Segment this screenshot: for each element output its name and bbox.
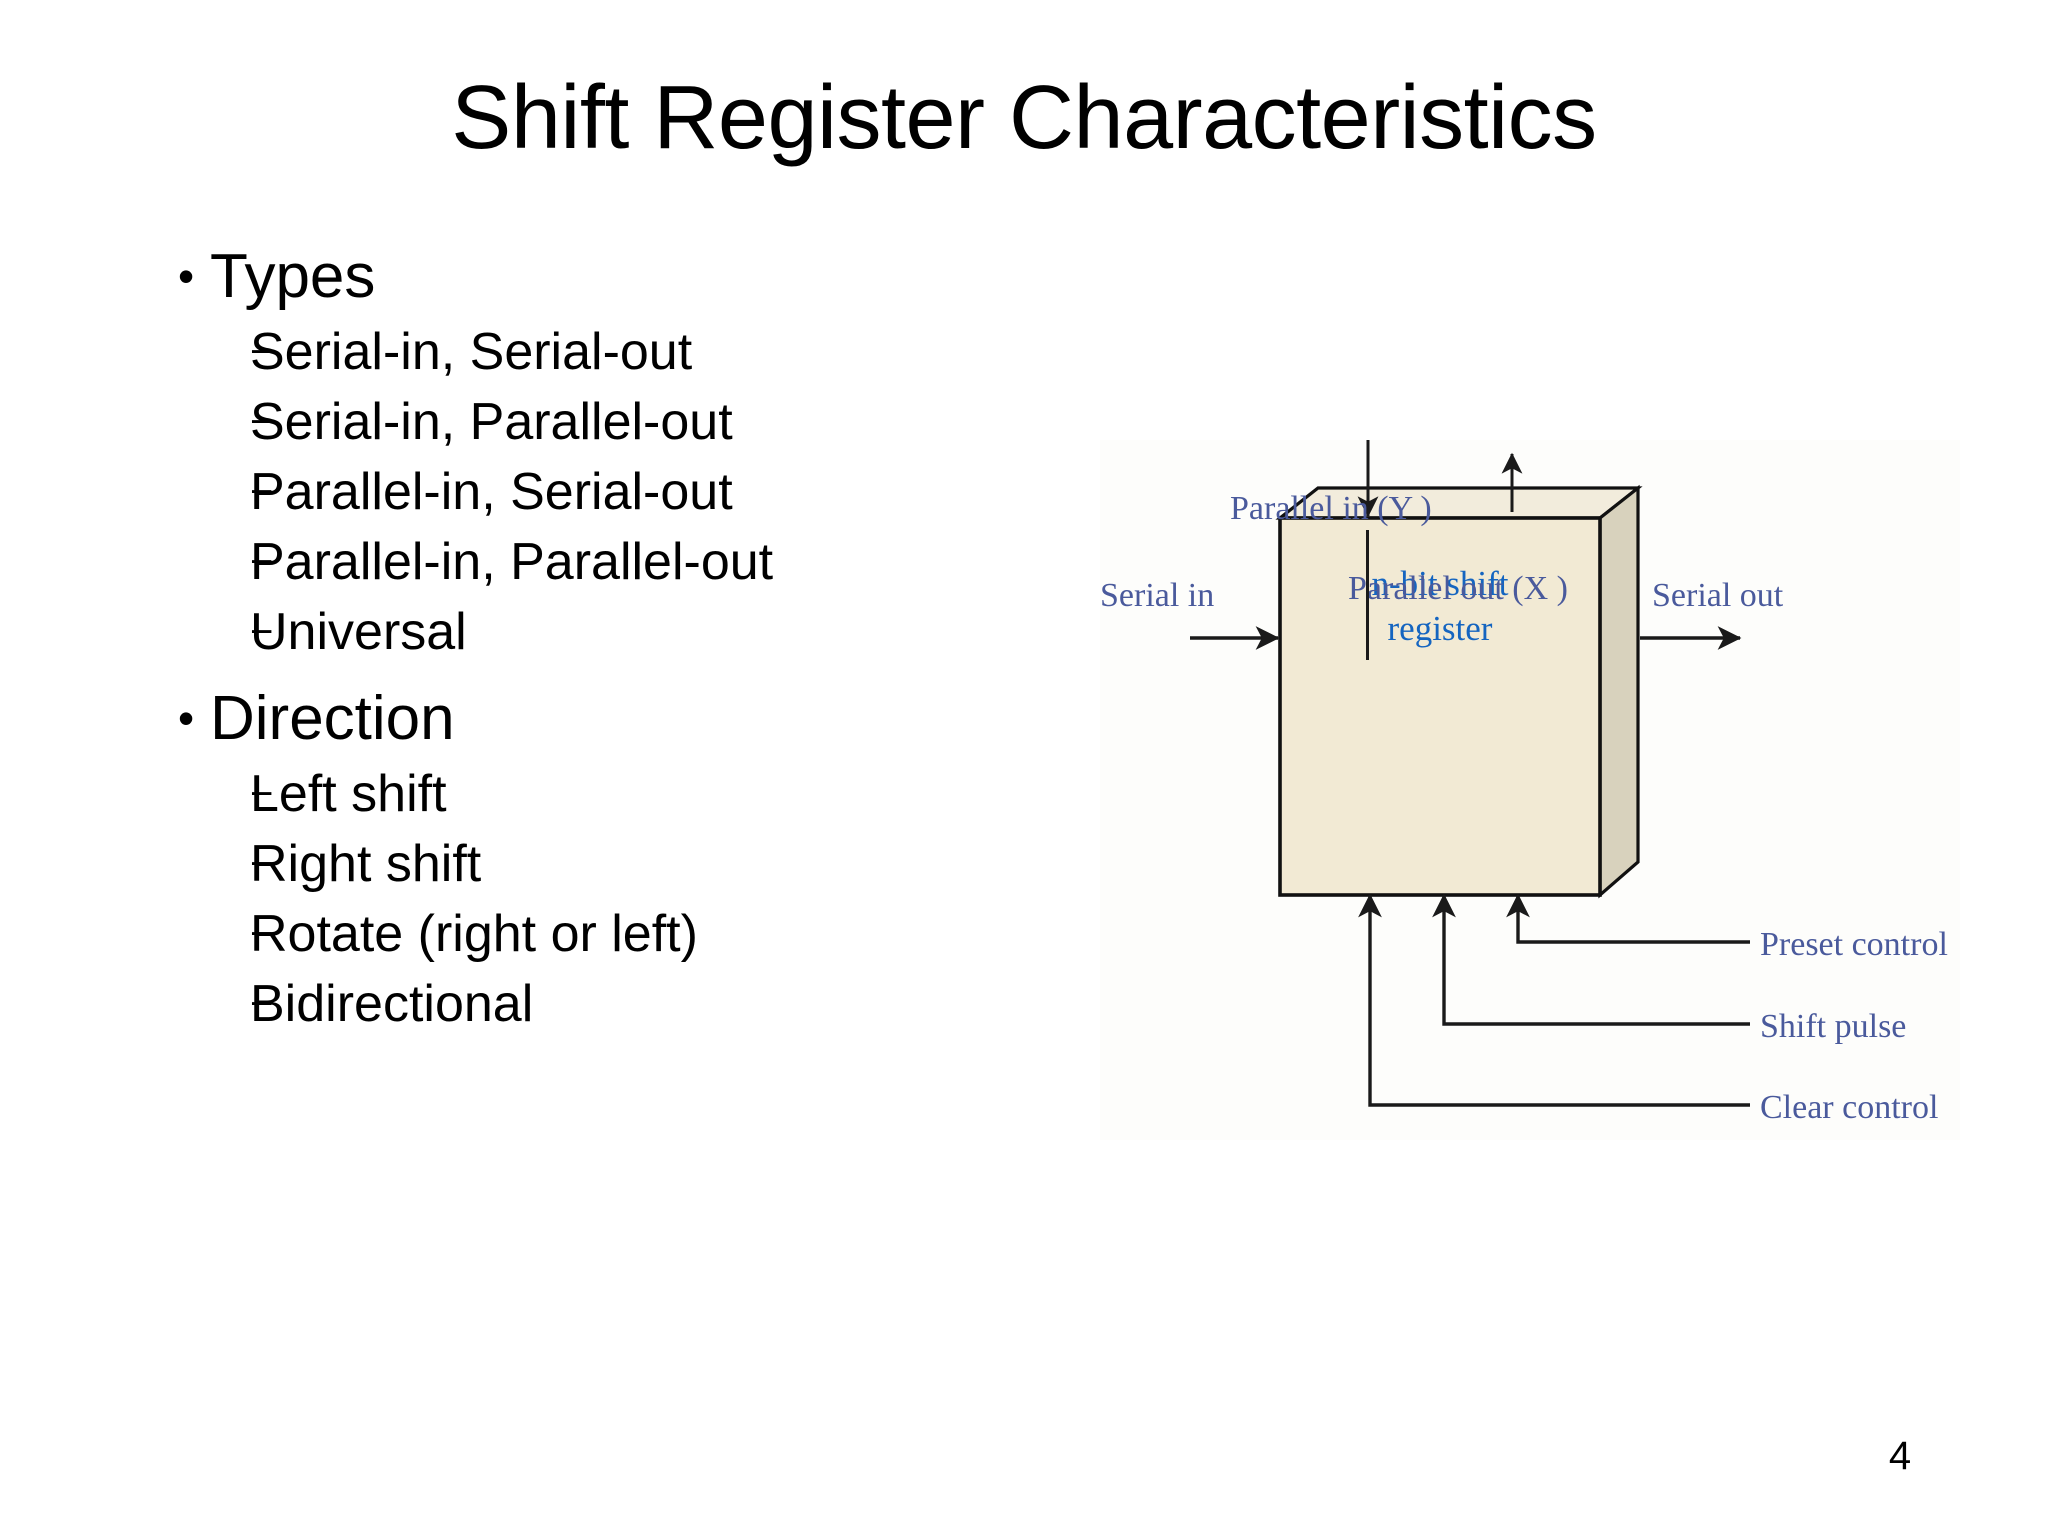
clear-control-label: Clear control bbox=[1760, 1089, 1938, 1126]
block-right-face bbox=[1598, 484, 1640, 899]
outline-level1-direction: • Direction bbox=[170, 682, 1050, 756]
preset-control-line bbox=[1506, 893, 1750, 944]
block-label-line1: n-bit shift bbox=[1371, 564, 1508, 603]
outline-level1-label: Types bbox=[210, 242, 376, 311]
preset-control-label: Preset control bbox=[1760, 926, 1948, 963]
outline-body: • Types − Serial-in, Serial-out − Serial… bbox=[170, 240, 1050, 1042]
shift-pulse-label: Shift pulse bbox=[1760, 1008, 1906, 1045]
outline-level1-types: • Types bbox=[170, 240, 1050, 314]
outline-level2-label: Bidirectional bbox=[250, 975, 534, 1033]
outline-level2-label: Parallel-in, Parallel-out bbox=[250, 533, 774, 591]
bullet-dot-icon: • bbox=[178, 692, 195, 744]
list-item: − Bidirectional bbox=[170, 972, 1050, 1036]
list-item: − Universal bbox=[170, 600, 1050, 664]
outline-level2-label: Rotate (right or left) bbox=[250, 905, 698, 963]
clear-control-line bbox=[1358, 893, 1750, 1107]
dash-icon: − bbox=[250, 842, 274, 886]
serial-in-label: Serial in bbox=[1100, 577, 1214, 614]
page-title: Shift Register Characteristics bbox=[451, 68, 1597, 168]
outline-level2-label: Serial-in, Parallel-out bbox=[250, 393, 733, 451]
dash-icon: − bbox=[250, 610, 274, 654]
dash-icon: − bbox=[250, 772, 274, 816]
dash-icon: − bbox=[250, 912, 274, 956]
dash-icon: − bbox=[250, 470, 274, 514]
bullet-dot-icon: • bbox=[178, 250, 195, 302]
outline-level1-label: Direction bbox=[210, 684, 455, 753]
dash-icon: − bbox=[250, 982, 274, 1026]
dash-icon: − bbox=[250, 400, 274, 444]
list-item: − Serial-in, Parallel-out bbox=[170, 390, 1050, 454]
parallel-in-feed-line bbox=[1366, 530, 1369, 660]
list-item: − Left shift bbox=[170, 762, 1050, 826]
outline-level2-label: Parallel-in, Serial-out bbox=[250, 463, 733, 521]
list-item: − Rotate (right or left) bbox=[170, 902, 1050, 966]
block-label-line2: register bbox=[1388, 609, 1493, 648]
outline-level2-label: Right shift bbox=[250, 835, 482, 893]
shift-register-block bbox=[1275, 484, 1643, 899]
outline-level2-label: Serial-in, Serial-out bbox=[250, 323, 693, 381]
block-front-face bbox=[1278, 516, 1602, 897]
outline-group-spacer bbox=[170, 670, 1050, 682]
list-item: − Parallel-in, Serial-out bbox=[170, 460, 1050, 524]
dash-icon: − bbox=[250, 540, 274, 584]
dash-icon: − bbox=[250, 330, 274, 374]
outline-level2-list-types: − Serial-in, Serial-out − Serial-in, Par… bbox=[170, 320, 1050, 664]
page-number: 4 bbox=[1888, 1434, 1912, 1478]
parallel-out-label-text: Parallel out (X ) bbox=[1348, 570, 1568, 607]
outline-level2-label: Universal bbox=[250, 603, 467, 661]
outline-level2-label: Left shift bbox=[250, 765, 447, 823]
list-item: − Serial-in, Serial-out bbox=[170, 320, 1050, 384]
parallel-in-label-text: Parallel in (Y ) bbox=[1230, 490, 1432, 527]
list-item: − Right shift bbox=[170, 832, 1050, 896]
shift-register-block-diagram: n-bit shift register Parallel in (Y ) Pa… bbox=[1100, 440, 1960, 1140]
shift-pulse-line bbox=[1432, 893, 1750, 1026]
serial-out-label: Serial out bbox=[1652, 577, 1784, 614]
list-item: − Parallel-in, Parallel-out bbox=[170, 530, 1050, 594]
outline-level2-list-direction: − Left shift − Right shift − Rotate (rig… bbox=[170, 762, 1050, 1036]
